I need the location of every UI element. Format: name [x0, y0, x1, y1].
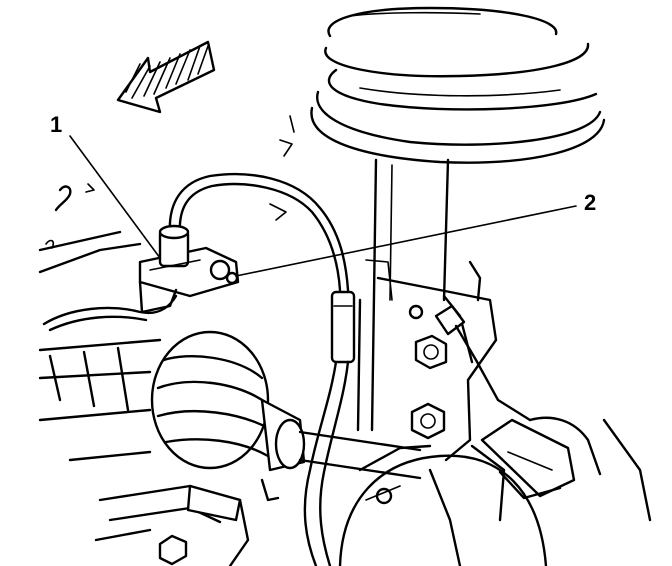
- arrow-icon: [116, 40, 216, 114]
- knuckle-bracket: [356, 259, 498, 462]
- clip-bolt: [408, 304, 424, 320]
- bracket-bolt-upper: [414, 334, 448, 370]
- hub-knuckle: [338, 444, 548, 566]
- lower-arm: [94, 478, 280, 566]
- sensor-connector: [480, 416, 652, 522]
- hose-clip: [138, 224, 240, 314]
- bracket-bolt-lower: [410, 402, 446, 440]
- callout-1: 1: [50, 112, 62, 137]
- body-panel: [38, 115, 295, 332]
- brake-hose-bracket: [434, 304, 532, 422]
- strut-tube: [370, 158, 450, 432]
- cv-boot: [150, 330, 422, 480]
- coil-spring: [310, 6, 606, 164]
- leader-2: [235, 205, 577, 277]
- lower-bolt: [158, 534, 188, 566]
- callout-2: 2: [584, 190, 596, 215]
- leader-1: [69, 135, 161, 259]
- drive-axle: [38, 338, 162, 462]
- sensor-wire: [168, 173, 356, 566]
